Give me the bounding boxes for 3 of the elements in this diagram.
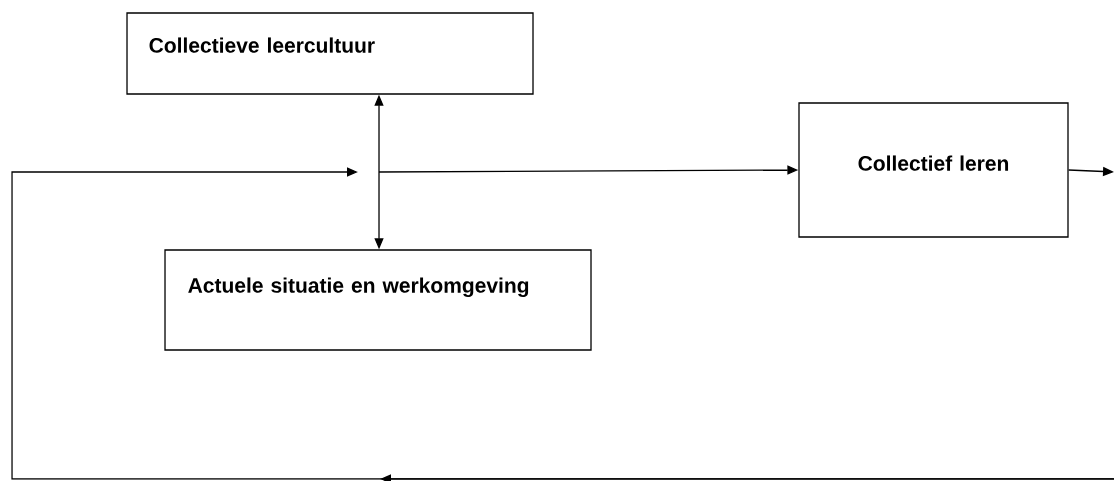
process-box: Collectief leren bbox=[798, 102, 1069, 238]
process-box: Actuele situatie en werkomgeving bbox=[164, 249, 592, 351]
process-box: Collectieve leercultuur bbox=[126, 12, 534, 95]
